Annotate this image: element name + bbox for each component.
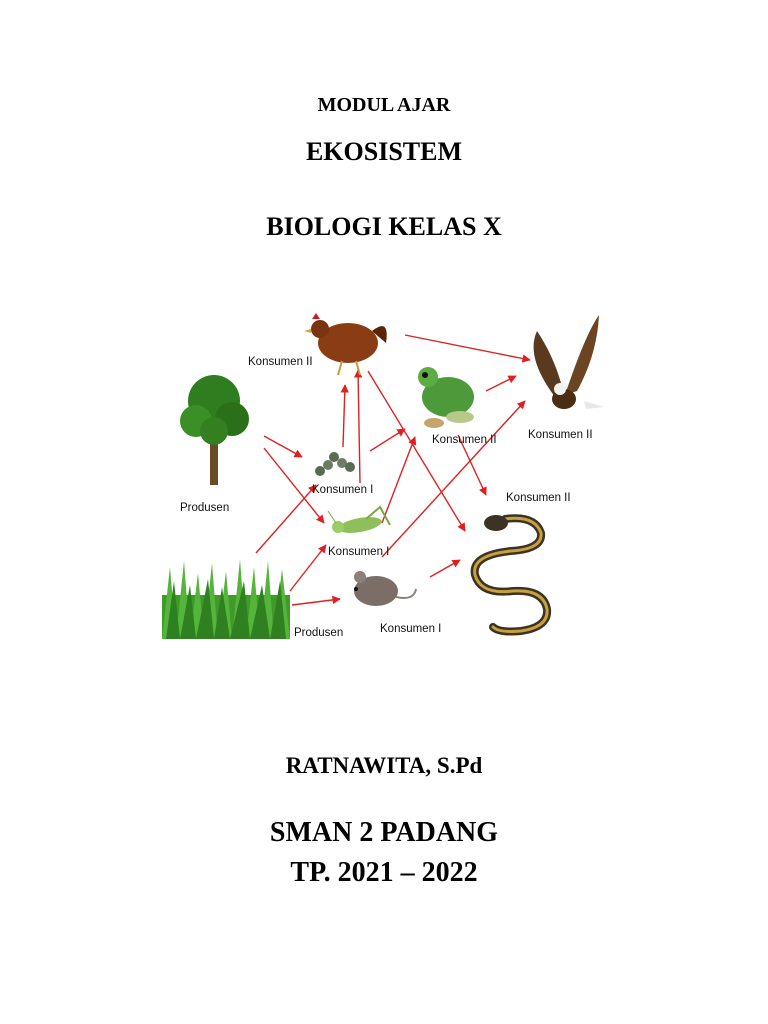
grass-icon (162, 559, 290, 639)
label-grass: Produsen (294, 627, 343, 639)
frog-icon (418, 367, 474, 428)
label-grasshopper: Konsumen I (328, 546, 389, 558)
school-name: SMAN 2 PADANG (269, 817, 499, 848)
snake-icon (470, 514, 552, 636)
module-label: MODUL AJAR (317, 94, 451, 116)
label-eagle: Konsumen II (528, 429, 593, 441)
author-name: RATNAWITA, S.Pd (285, 753, 483, 778)
mouse-icon (354, 571, 417, 606)
label-tree: Produsen (180, 502, 229, 514)
tree-icon (180, 375, 249, 485)
food-web-diagram: Konsumen II Produsen Konsumen I Konsumen… (162, 313, 604, 639)
grasshopper-icon (327, 505, 391, 533)
topic-title: EKOSISTEM (305, 137, 463, 166)
eagle-icon (533, 315, 604, 409)
subject-title: BIOLOGI KELAS X (266, 212, 502, 241)
label-chicken: Konsumen II (248, 356, 313, 368)
label-caterpillar: Konsumen I (312, 484, 373, 496)
energy-flow-arrows (255, 334, 531, 606)
label-frog: Konsumen II (432, 434, 497, 446)
caterpillar-icon (315, 452, 355, 476)
label-snake: Konsumen II (506, 492, 571, 504)
label-mouse: Konsumen I (380, 623, 441, 635)
school-year: TP. 2021 – 2022 (290, 857, 478, 888)
chicken-icon (304, 313, 387, 376)
